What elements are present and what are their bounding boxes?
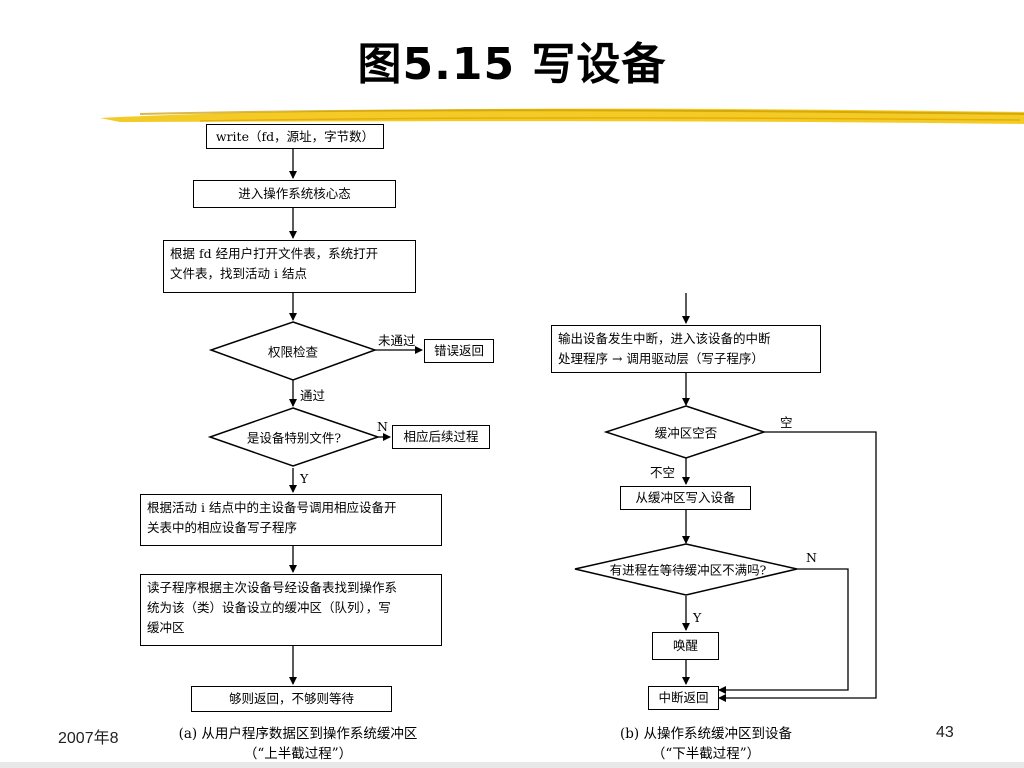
interrupt-box: 输出设备发生中断，进入该设备的中断 处理程序 → 调用驱动层（写子程序） (551, 325, 821, 373)
write-buffer-line-2: 统为该（类）设备设立的缓冲区（队列），写 (147, 600, 391, 615)
permission-check-label: 权限检查 (267, 344, 319, 360)
a-n-label: N (377, 419, 388, 434)
bottom-bar (0, 762, 1024, 768)
wakeup-box: 唤醒 (652, 632, 719, 660)
caption-b-line-2: （“下半截过程”） (651, 746, 761, 762)
interrupt-line-2: 处理程序 → 调用驱动层（写子程序） (558, 351, 764, 366)
error-return-box: 错误返回 (424, 339, 494, 363)
interrupt-line-1: 输出设备发生中断，进入该设备的中断 (558, 331, 771, 346)
b-n-label: N (806, 550, 817, 565)
footer-date: 2007年8 (58, 730, 119, 747)
permission-check-diamond (208, 321, 378, 381)
b-y-label: Y (693, 610, 702, 625)
caption-a-line-1: (a) 从用户程序数据区到操作系统缓冲区 (178, 726, 418, 742)
return-or-wait-box: 够则返回，不够则等待 (191, 686, 392, 712)
waiting-process-label: 有进程在等待缓冲区不满吗? (609, 562, 767, 578)
slide-title: 图5.15 写设备 (357, 39, 667, 90)
call-driver-line-1: 根据活动 i 结点中的主设备号调用相应设备开 (147, 500, 397, 515)
empty-label: 空 (780, 415, 793, 430)
write-buffer-line-1: 读子程序根据主次设备号经设备表找到操作系 (147, 580, 398, 595)
find-inode-line-1: 根据 fd 经用户打开文件表，系统打开 (170, 246, 379, 261)
a-y-label: Y (300, 471, 309, 486)
buffer-empty-diamond (603, 405, 767, 459)
not-passed-label: 未通过 (378, 333, 416, 348)
not-empty-label: 不空 (650, 465, 676, 480)
caption-a-line-2: （“上半截过程”） (243, 746, 353, 762)
write-device-box: 从缓冲区写入设备 (620, 486, 751, 510)
page-number: 43 (936, 724, 954, 741)
find-inode-line-2: 文件表，找到活动 i 结点 (170, 266, 307, 281)
buffer-empty-label: 缓冲区空否 (654, 425, 718, 441)
title-divider (100, 108, 1024, 124)
write-buffer-box: 读子程序根据主次设备号经设备表找到操作系 统为该（类）设备设立的缓冲区（队列），… (140, 574, 442, 646)
followup-process-box: 相应后续过程 (392, 425, 490, 449)
passed-label: 通过 (300, 388, 326, 403)
device-file-label: 是设备特别文件? (246, 430, 342, 446)
device-file-diamond (207, 407, 381, 467)
interrupt-return-box: 中断返回 (648, 686, 719, 710)
call-driver-line-2: 关表中的相应设备写子程序 (147, 520, 298, 535)
caption-b-line-1: (b) 从操作系统缓冲区到设备 (620, 726, 792, 742)
write-buffer-line-3: 缓冲区 (147, 620, 185, 635)
waiting-process-diamond (574, 543, 798, 596)
call-driver-box: 根据活动 i 结点中的主设备号调用相应设备开 关表中的相应设备写子程序 (140, 494, 442, 546)
write-call-box: write（fd，源址，字节数） (206, 124, 384, 149)
find-inode-box: 根据 fd 经用户打开文件表，系统打开 文件表，找到活动 i 结点 (163, 240, 416, 293)
enter-kernel-box: 进入操作系统核心态 (193, 180, 396, 208)
